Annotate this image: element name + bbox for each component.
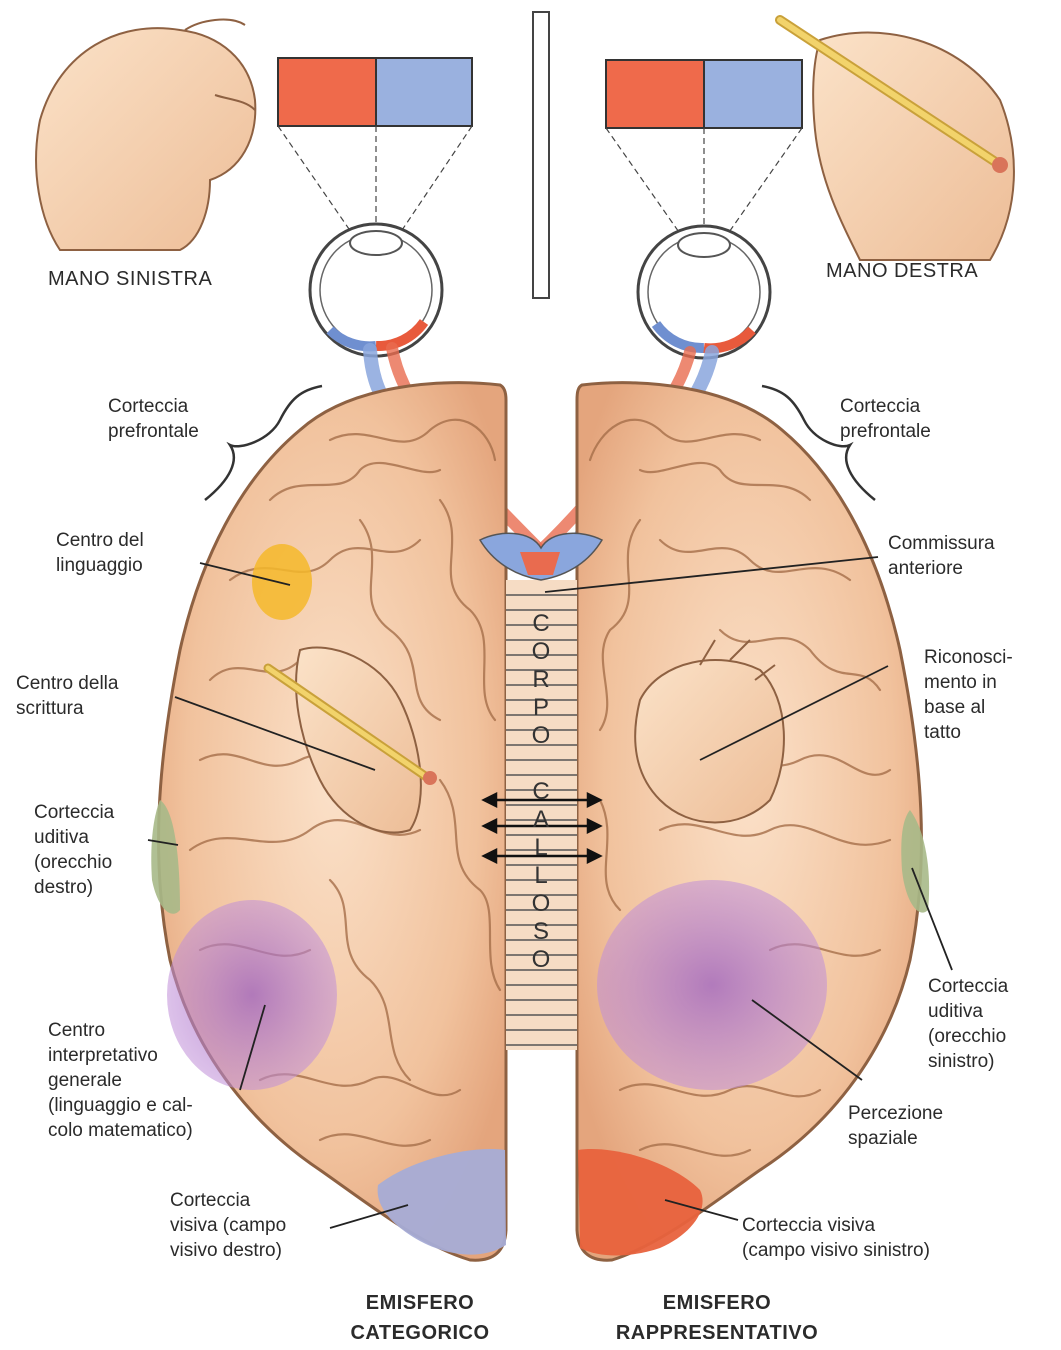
corpus-callosum-letter: L bbox=[526, 834, 556, 862]
corpus-callosum-letter: A bbox=[526, 806, 556, 834]
corpus-callosum-letter: O bbox=[526, 638, 556, 666]
corpus-callosum-letter: R bbox=[526, 666, 556, 694]
prefrontal-label-right: Corteccia prefrontale bbox=[840, 394, 931, 444]
right-visual-field bbox=[606, 60, 802, 128]
right-hemisphere-label: EMISFERO RAPPRESENTATIVO bbox=[572, 1288, 862, 1348]
auditory-label-left: Corteccia uditiva (orecchio destro) bbox=[34, 800, 114, 900]
tactile-recognition-label: Riconosci- mento in base al tatto bbox=[924, 645, 1013, 745]
visual-label-right: Corteccia visiva (campo visivo sinistro) bbox=[742, 1213, 930, 1263]
language-center-region bbox=[252, 544, 312, 620]
interpretive-center-label: Centro interpretativo generale (linguagg… bbox=[48, 1018, 193, 1143]
corpus-callosum-letter bbox=[526, 750, 556, 778]
left-visual-field bbox=[278, 58, 472, 126]
left-eye bbox=[310, 224, 442, 356]
corpus-callosum-letter: O bbox=[526, 946, 556, 974]
auditory-label-right: Corteccia uditiva (orecchio sinistro) bbox=[928, 974, 1008, 1074]
right-hand-illustration bbox=[780, 20, 1014, 260]
right-eye bbox=[638, 226, 770, 358]
corpus-callosum-letter: C bbox=[526, 610, 556, 638]
left-hemisphere-label: EMISFERO CATEGORICO bbox=[320, 1288, 520, 1348]
spatial-perception-label: Percezione spaziale bbox=[848, 1101, 943, 1151]
right-hand-label: MANO DESTRA bbox=[826, 260, 978, 283]
corpus-callosum-letter: S bbox=[526, 918, 556, 946]
anterior-commissure-label: Commissura anteriore bbox=[888, 531, 995, 581]
corpus-callosum-letter: O bbox=[526, 890, 556, 918]
corpus-callosum-letter: P bbox=[526, 694, 556, 722]
corpus-callosum-letter: O bbox=[526, 722, 556, 750]
divider-bar bbox=[533, 12, 549, 298]
left-hand-illustration bbox=[36, 20, 255, 250]
corpus-callosum-letter: C bbox=[526, 778, 556, 806]
visual-label-left: Corteccia visiva (campo visivo destro) bbox=[170, 1188, 286, 1263]
spatial-region bbox=[597, 880, 827, 1090]
left-hand-label: MANO SINISTRA bbox=[48, 268, 212, 291]
language-center-label: Centro del linguaggio bbox=[56, 528, 144, 578]
prefrontal-label-left: Corteccia prefrontale bbox=[108, 394, 199, 444]
corpus-callosum-letter: L bbox=[526, 862, 556, 890]
writing-center-label: Centro della scrittura bbox=[16, 671, 118, 721]
